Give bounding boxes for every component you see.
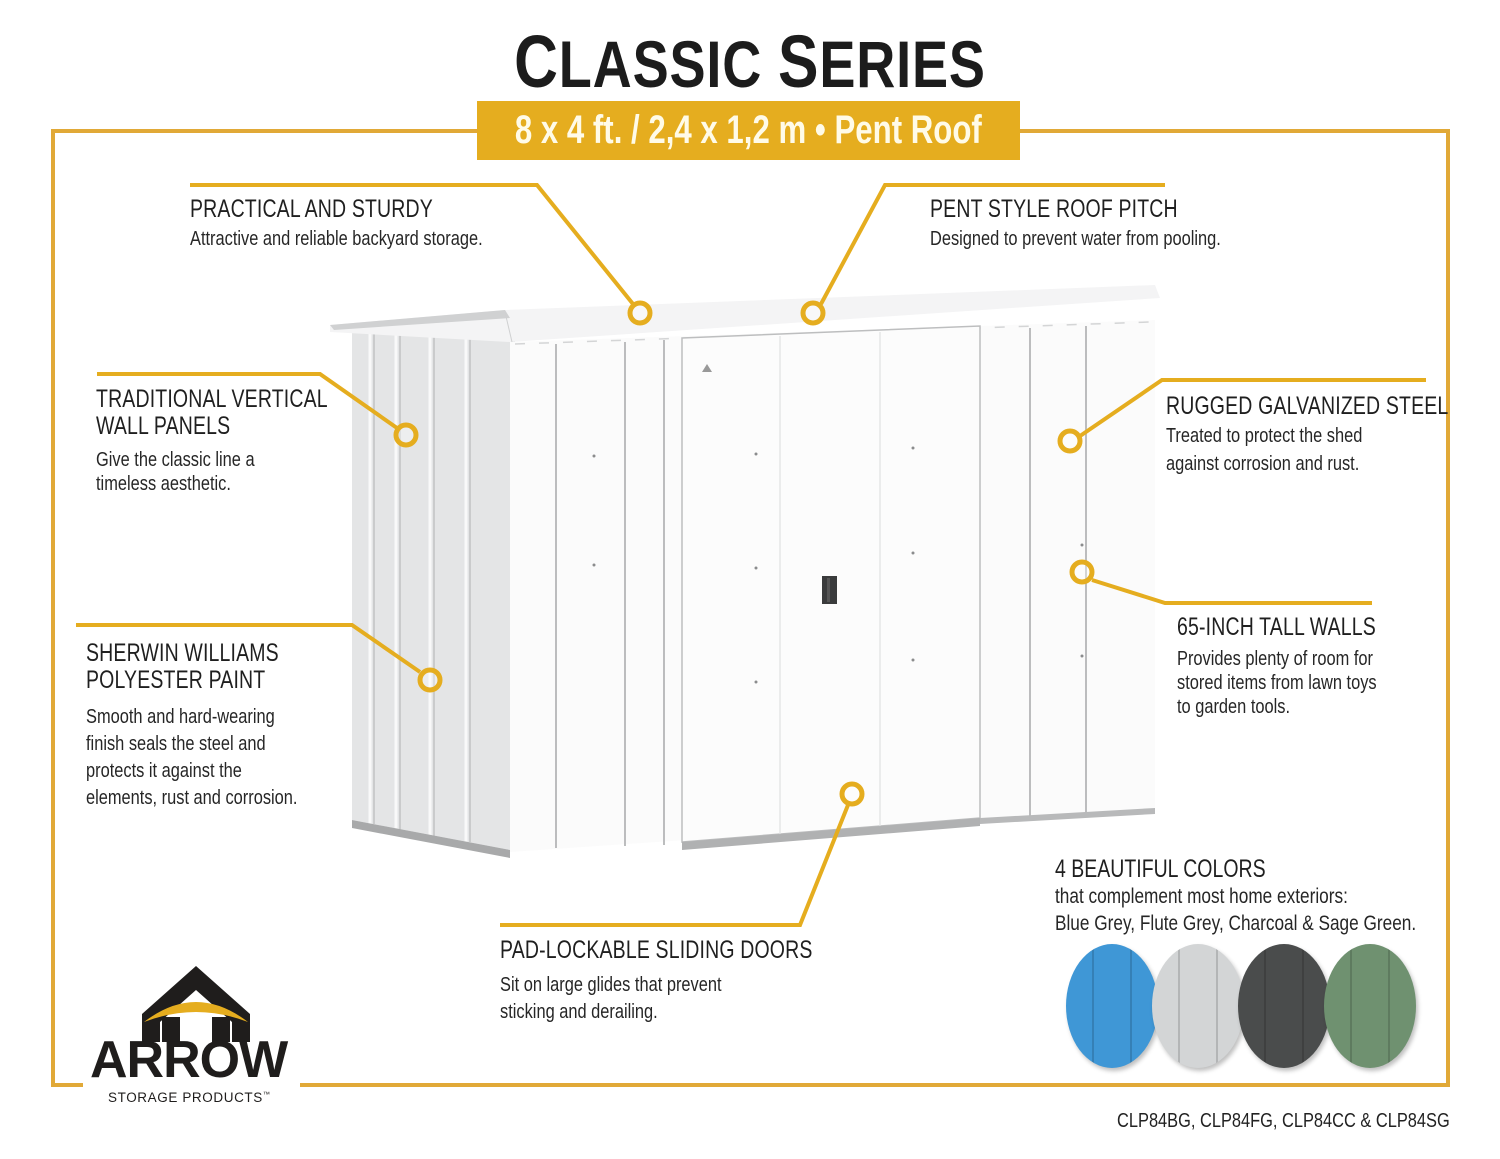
- callout-steel: RUGGED GALVANIZED STEEL Treated to prote…: [1166, 393, 1500, 476]
- frame-bottom-right: [300, 1083, 1450, 1087]
- callout-body-line: Treated to protect the shed: [1166, 425, 1363, 447]
- title-initial-s: S: [778, 20, 820, 103]
- shed-image: [330, 285, 1160, 858]
- title-word-classic: LASSIC: [558, 27, 779, 101]
- callout-heading-line: WALL PANELS: [96, 412, 231, 440]
- callout-body-line: stored items from lawn toys: [1177, 672, 1377, 694]
- callout-heading-line: SHERWIN WILLIAMS: [86, 639, 279, 667]
- swatch-blue-grey[interactable]: [1066, 944, 1158, 1068]
- frame-left: [51, 129, 55, 1087]
- color-options: 4 BEAUTIFUL COLORS that complement most …: [1055, 855, 1495, 937]
- callout-panels: TRADITIONAL VERTICAL WALL PANELS Give th…: [96, 386, 393, 496]
- callout-heading-line: POLYESTER PAINT: [86, 666, 266, 694]
- color-options-line: that complement most home exteriors:: [1055, 885, 1348, 908]
- callout-body-line: protects it against the: [86, 760, 242, 782]
- frame-right: [1446, 129, 1450, 1087]
- callout-practical: PRACTICAL AND STURDY Attractive and reli…: [190, 196, 547, 251]
- callout-heading: PENT STYLE ROOF PITCH: [930, 195, 1178, 223]
- page-title: CLASSIC SERIES: [135, 22, 1365, 104]
- callout-walls: 65-INCH TALL WALLS Provides plenty of ro…: [1177, 614, 1432, 719]
- swatch-sage-green[interactable]: [1324, 944, 1416, 1068]
- color-options-line: Blue Grey, Flute Grey, Charcoal & Sage G…: [1055, 912, 1417, 935]
- callout-heading: 65-INCH TALL WALLS: [1177, 613, 1376, 641]
- trademark-symbol: ™: [262, 1091, 271, 1099]
- callout-body-line: Smooth and hard-wearing: [86, 706, 275, 728]
- logo-tagline: STORAGE PRODUCTS™: [108, 1090, 270, 1105]
- callout-paint: SHERWIN WILLIAMS POLYESTER PAINT Smooth …: [86, 640, 344, 812]
- callout-heading: PAD-LOCKABLE SLIDING DOORS: [500, 936, 813, 964]
- frame-top-left: [51, 129, 478, 133]
- callout-body-line: Attractive and reliable backyard storage…: [190, 228, 483, 250]
- callout-body-line: elements, rust and corrosion.: [86, 787, 298, 809]
- callout-body-line: finish seals the steel and: [86, 733, 266, 755]
- frame-top-right: [1019, 129, 1450, 133]
- frame-bottom-left: [51, 1083, 83, 1087]
- callout-doors: PAD-LOCKABLE SLIDING DOORS Sit on large …: [500, 937, 901, 1026]
- model-numbers: CLP84BG, CLP84FG, CLP84CC & CLP84SG: [1117, 1110, 1450, 1132]
- arrow-logo: ARROW STORAGE PRODUCTS™: [84, 962, 308, 1112]
- logo-tagline-text: STORAGE PRODUCTS: [108, 1090, 263, 1105]
- house-roof-icon: [142, 966, 250, 1042]
- callout-heading: RUGGED GALVANIZED STEEL: [1166, 392, 1449, 420]
- callout-roof: PENT STYLE ROOF PITCH Designed to preven…: [930, 196, 1285, 251]
- callout-body-line: to garden tools.: [1177, 696, 1291, 718]
- color-swatches: [1066, 944, 1426, 1068]
- callout-body-line: Designed to prevent water from pooling.: [930, 228, 1221, 250]
- size-banner: 8 x 4 ft. / 2,4 x 1,2 m • Pent Roof: [477, 101, 1020, 160]
- callout-heading: PRACTICAL AND STURDY: [190, 195, 433, 223]
- swatch-charcoal[interactable]: [1238, 944, 1330, 1068]
- callout-body-line: Sit on large glides that prevent: [500, 974, 722, 996]
- size-banner-text: 8 x 4 ft. / 2,4 x 1,2 m • Pent Roof: [515, 108, 982, 152]
- callout-body-line: Provides plenty of room for: [1177, 648, 1373, 670]
- callout-body-line: against corrosion and rust.: [1166, 453, 1360, 475]
- callout-heading-line: TRADITIONAL VERTICAL: [96, 385, 328, 413]
- color-options-heading: 4 BEAUTIFUL COLORS: [1055, 855, 1266, 883]
- callout-body-line: Give the classic line a: [96, 449, 255, 471]
- swatch-flute-grey[interactable]: [1152, 944, 1244, 1068]
- callout-body-line: timeless aesthetic.: [96, 473, 231, 495]
- callout-body-line: sticking and derailing.: [500, 1001, 658, 1023]
- title-word-series: ERIES: [819, 27, 986, 101]
- logo-wordmark: ARROW: [90, 1031, 288, 1089]
- title-initial-c: C: [514, 20, 559, 103]
